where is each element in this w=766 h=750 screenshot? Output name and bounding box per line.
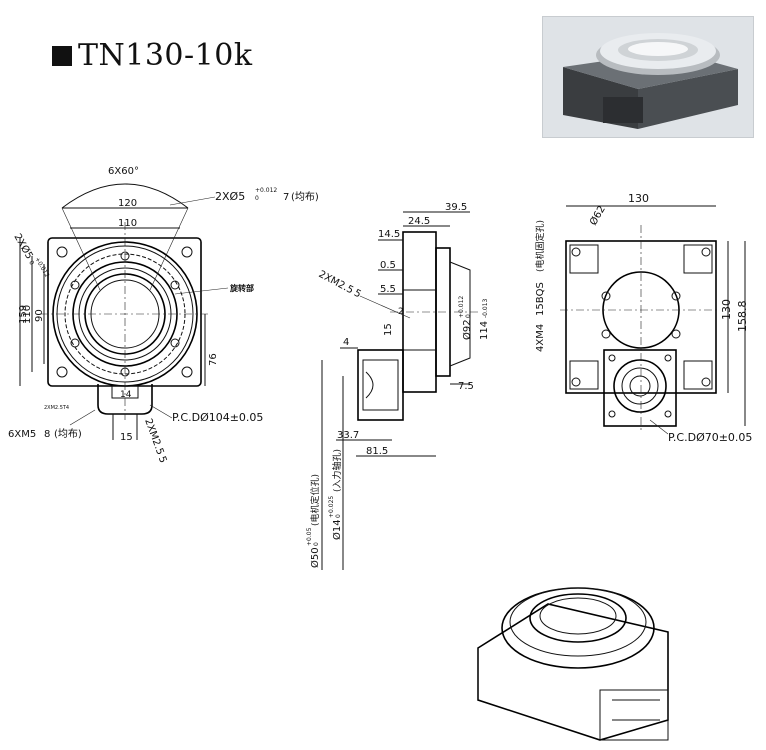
side-view: 39.5 24.5 14.5 0.5 5.5 2 15 4 2XM2.5 5 Ø… <box>306 202 490 570</box>
dim-d14-tol: +0.025 <box>328 496 335 518</box>
dim-15: 15 <box>120 432 133 443</box>
dim-39-5: 39.5 <box>445 202 467 213</box>
pcd-104: P.C.DØ104±0.05 <box>172 411 263 424</box>
dim-90: 90 <box>34 309 45 322</box>
hole-2x5-tol0: 0 <box>255 195 259 202</box>
left-hole-tol0: 0 <box>27 259 35 266</box>
m4-depth: 15BQS <box>535 282 546 316</box>
m4-note: (电机固定孔) <box>534 220 546 272</box>
product-photo-render <box>543 17 753 137</box>
side-m25-label: 2XM2.5 <box>317 269 355 296</box>
dim-d92-tol: +0.012 <box>458 296 465 318</box>
dim-130: 130 <box>628 192 649 205</box>
front-view: 6X60° 120 110 2XØ5 +0.012 0 7 (均布) 2XØ5 … <box>8 166 319 465</box>
dim-0-5: 0.5 <box>380 260 396 271</box>
dim-5-5: 5.5 <box>380 284 396 295</box>
dim-120: 120 <box>118 198 137 209</box>
dim-2: 2 <box>398 307 404 317</box>
dim-d62: Ø62 <box>587 204 608 228</box>
dim-76: 76 <box>208 353 219 366</box>
hole-2x5-depth: 7 <box>283 192 289 203</box>
dim-7-5: 7.5 <box>458 381 474 392</box>
m25-depth: 5 <box>156 455 169 465</box>
dim-d50: Ø50 <box>309 547 321 568</box>
right-view: 130 Ø62 4XM4 15BQS (电机固定孔) 130 158.8 P.C… <box>534 192 752 444</box>
dim-d50-tol: +0.05 <box>306 527 313 546</box>
product-model: TN130-10k <box>78 38 253 73</box>
m4-label: 4XM4 <box>535 324 546 352</box>
dim-110-vert: 110 <box>22 305 33 324</box>
dim-d50-note: (电机定位孔) <box>309 474 321 526</box>
small-thread-label: 2XM2.5T4 <box>44 405 69 411</box>
dim-158-8: 158.8 <box>736 301 749 333</box>
dim-d92-tol0: 0 <box>465 314 472 318</box>
product-title: TN130-10k <box>52 38 253 73</box>
hole-2x5-label: 2XØ5 <box>215 190 245 203</box>
isometric-view <box>477 587 669 741</box>
dim-14-5: 14.5 <box>378 229 400 240</box>
angle-label: 6X60° <box>108 166 139 177</box>
dim-d14-tol0: 0 <box>335 514 342 518</box>
dim-d14-note: (入力轴孔) <box>331 449 343 492</box>
dim-d14: Ø14 <box>331 519 343 540</box>
hole-2x5-tol: +0.012 <box>255 187 277 194</box>
m25-label: 2XM2.5 <box>142 417 165 456</box>
rotating-part-label: 旋转部 <box>229 283 254 293</box>
product-photo <box>542 16 754 138</box>
m5-label: 6XM5 <box>8 429 36 440</box>
pcd-70: P.C.DØ70±0.05 <box>668 431 752 444</box>
dim-81-5: 81.5 <box>366 446 388 457</box>
side-m25-depth: 5 <box>352 288 363 301</box>
dim-15-side: 15 <box>383 323 394 336</box>
dim-130-vert: 130 <box>720 299 733 320</box>
dim-24-5: 24.5 <box>408 216 430 227</box>
m5-depth: 8 <box>44 429 50 440</box>
dim-114-tol: -0.013 <box>482 298 489 318</box>
dim-114: 114 <box>479 321 490 340</box>
dim-d92: Ø92 <box>461 319 473 340</box>
dim-33-7: 33.7 <box>337 430 359 441</box>
dim-110: 110 <box>118 218 137 229</box>
dim-d50-tol0: 0 <box>313 542 320 546</box>
dim-14: 14 <box>120 390 132 400</box>
title-bullet-square <box>52 45 72 66</box>
motor-flange <box>603 349 677 427</box>
dim-4: 4 <box>343 337 349 348</box>
m5-uniform: (均布) <box>54 428 82 440</box>
hole-2x5-uniform: (均布) <box>291 191 319 203</box>
dim-159: 159 <box>18 305 29 324</box>
